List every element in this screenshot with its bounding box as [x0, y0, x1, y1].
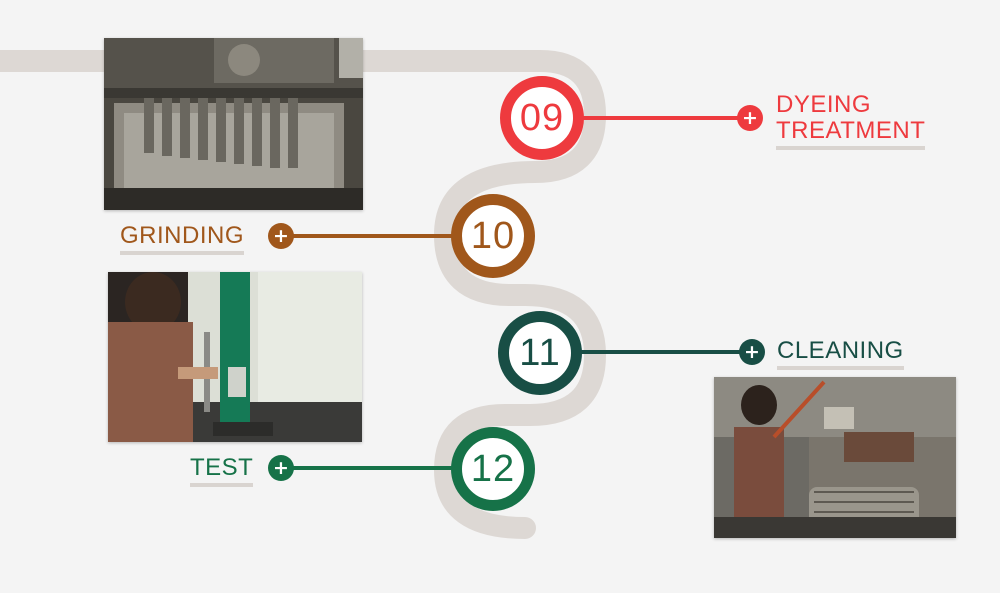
- step-12-label: TEST: [190, 454, 254, 487]
- step-10-label: GRINDING: [120, 222, 244, 255]
- plus-icon[interactable]: +: [737, 105, 763, 131]
- step-10-label-text: GRINDING: [120, 222, 244, 249]
- step-09-label-line2: TREATMENT: [776, 117, 926, 144]
- dyeing-machine-photo: [104, 38, 363, 210]
- step-09-badge: 09: [500, 76, 584, 160]
- step-09-underline: [776, 146, 926, 150]
- step-10-number: 10: [470, 214, 516, 257]
- step-11-label: CLEANING: [777, 337, 904, 370]
- height-gauge-test-photo: [108, 272, 362, 442]
- winding-path: [0, 50, 606, 539]
- step-12-number: 12: [470, 447, 516, 490]
- step-12-badge: 12: [451, 427, 535, 511]
- plus-icon[interactable]: +: [268, 455, 294, 481]
- step-09-label: DYEING TREATMENT: [776, 91, 926, 150]
- step-11-number: 11: [519, 331, 561, 374]
- step-11-badge: 11: [498, 311, 582, 395]
- step-12-label-text: TEST: [190, 454, 254, 481]
- step-10-underline: [120, 251, 244, 255]
- plus-icon[interactable]: +: [268, 223, 294, 249]
- step-12-underline: [190, 483, 254, 487]
- step-10-badge: 10: [451, 194, 535, 278]
- step-11-underline: [777, 366, 904, 370]
- plus-icon[interactable]: +: [739, 339, 765, 365]
- step-09-label-line1: DYEING: [776, 91, 872, 118]
- step-09-number: 09: [519, 96, 565, 139]
- step-11-label-text: CLEANING: [777, 337, 904, 364]
- cleaning-machine-photo: [714, 377, 956, 538]
